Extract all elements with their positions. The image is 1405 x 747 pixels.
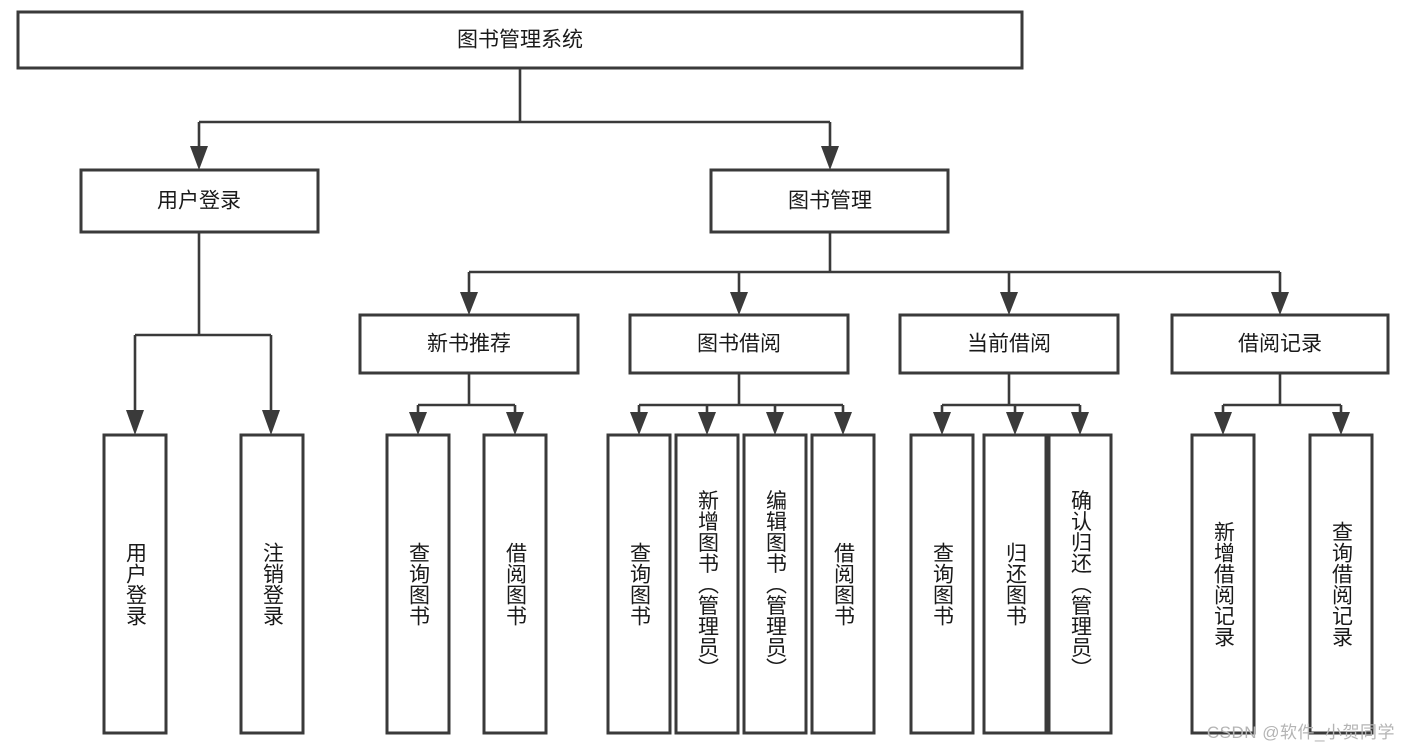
connector-group-borrow-record bbox=[1214, 373, 1350, 435]
node-current-borrow-label: 当前借阅 bbox=[967, 333, 1051, 356]
node-leaf-edit-book-label: 编辑图书（管理员） bbox=[764, 490, 788, 679]
node-leaf-borrow-book-1-box[interactable] bbox=[482, 433, 548, 735]
arrow-head-borrow-record bbox=[1271, 292, 1289, 315]
node-book-management-box[interactable] bbox=[709, 168, 950, 234]
node-leaf-borrow-book-2-box[interactable] bbox=[810, 433, 876, 735]
node-new-book-recommend[interactable]: 新书推荐 bbox=[358, 313, 580, 375]
node-leaf-borrow-book-1[interactable]: 借阅图书 bbox=[482, 433, 548, 735]
arrow-head-book-borrow bbox=[730, 292, 748, 315]
node-leaf-logout-login-label: 注销登录 bbox=[261, 542, 285, 626]
arrow-head-user-login bbox=[190, 146, 208, 170]
node-leaf-query-book-2-label: 查询图书 bbox=[628, 542, 652, 626]
node-root[interactable]: 图书管理系统 bbox=[16, 10, 1024, 70]
node-leaf-query-record-box[interactable] bbox=[1308, 433, 1374, 735]
node-leaf-add-book-box[interactable] bbox=[674, 433, 740, 735]
node-leaf-return-book-label: 归还图书 bbox=[1004, 542, 1028, 626]
arrow-head-leaf-query-book-1 bbox=[409, 412, 427, 435]
node-leaf-add-record[interactable]: 新增借阅记录 bbox=[1190, 433, 1256, 735]
arrow-head-leaf-return-book bbox=[1006, 412, 1024, 435]
node-leaf-borrow-book-1-label: 借阅图书 bbox=[504, 542, 528, 626]
node-leaf-query-record-label: 查询借阅记录 bbox=[1330, 521, 1354, 647]
node-leaf-add-record-label: 新增借阅记录 bbox=[1212, 521, 1236, 647]
node-leaf-add-book-label: 新增图书（管理员） bbox=[696, 490, 720, 679]
connector-group-book-management bbox=[460, 232, 1289, 315]
node-book-borrow[interactable]: 图书借阅 bbox=[628, 313, 850, 375]
node-book-management[interactable]: 图书管理 bbox=[709, 168, 950, 234]
node-leaf-edit-book-box[interactable] bbox=[742, 433, 808, 735]
node-new-book-recommend-label: 新书推荐 bbox=[427, 333, 511, 356]
node-leaf-query-book-1-label: 查询图书 bbox=[407, 542, 431, 626]
node-leaf-query-book-1[interactable]: 查询图书 bbox=[385, 433, 451, 735]
node-user-login[interactable]: 用户登录 bbox=[79, 168, 320, 234]
node-leaf-borrow-book-2-label: 借阅图书 bbox=[832, 542, 856, 626]
node-leaf-confirm-return-box[interactable] bbox=[1047, 433, 1113, 735]
arrow-head-leaf-borrow-book-2 bbox=[834, 412, 852, 435]
node-leaf-query-book-3-box[interactable] bbox=[909, 433, 975, 735]
node-user-login-label: 用户登录 bbox=[157, 190, 241, 213]
arrow-head-new-book-recommend bbox=[460, 292, 478, 315]
arrow-head-leaf-borrow-book-1 bbox=[506, 412, 524, 435]
node-leaf-add-book[interactable]: 新增图书（管理员） bbox=[674, 433, 740, 735]
arrow-head-book-management bbox=[821, 146, 839, 170]
arrow-head-current-borrow bbox=[1000, 292, 1018, 315]
node-book-borrow-box[interactable] bbox=[628, 313, 850, 375]
connector-group-new-book-recommend bbox=[409, 373, 524, 435]
connector-group-current-borrow bbox=[933, 373, 1089, 435]
arrow-head-leaf-user-login bbox=[126, 410, 144, 435]
node-new-book-recommend-box[interactable] bbox=[358, 313, 580, 375]
node-root-box[interactable] bbox=[16, 10, 1024, 70]
node-borrow-record-label: 借阅记录 bbox=[1238, 333, 1322, 356]
node-leaf-query-book-3-label: 查询图书 bbox=[931, 542, 955, 626]
node-leaf-user-login-box[interactable] bbox=[102, 433, 168, 735]
node-leaf-user-login-label: 用户登录 bbox=[124, 542, 148, 626]
node-leaf-query-book-1-box[interactable] bbox=[385, 433, 451, 735]
connector-group-book-borrow bbox=[630, 373, 852, 435]
node-leaf-query-book-3[interactable]: 查询图书 bbox=[909, 433, 975, 735]
node-leaf-add-record-box[interactable] bbox=[1190, 433, 1256, 735]
node-leaf-query-book-2[interactable]: 查询图书 bbox=[606, 433, 672, 735]
arrow-head-leaf-query-book-3 bbox=[933, 412, 951, 435]
node-book-management-label: 图书管理 bbox=[788, 190, 872, 213]
arrow-head-leaf-query-book-2 bbox=[630, 412, 648, 435]
node-leaf-confirm-return[interactable]: 确认归还（管理员） bbox=[1047, 433, 1113, 735]
connector-group-root bbox=[190, 68, 839, 170]
node-root-label: 图书管理系统 bbox=[457, 29, 583, 52]
node-leaf-logout-login[interactable]: 注销登录 bbox=[239, 433, 305, 735]
arrow-head-leaf-logout-login bbox=[262, 410, 280, 435]
connector-group-user-login bbox=[126, 232, 280, 435]
node-leaf-return-book[interactable]: 归还图书 bbox=[982, 433, 1048, 735]
node-current-borrow[interactable]: 当前借阅 bbox=[898, 313, 1120, 375]
arrow-head-leaf-query-record bbox=[1332, 412, 1350, 435]
node-borrow-record[interactable]: 借阅记录 bbox=[1170, 313, 1390, 375]
arrow-head-leaf-add-book bbox=[698, 412, 716, 435]
node-leaf-query-record[interactable]: 查询借阅记录 bbox=[1308, 433, 1374, 735]
node-leaf-logout-login-box[interactable] bbox=[239, 433, 305, 735]
arrow-head-leaf-confirm-return bbox=[1071, 412, 1089, 435]
node-leaf-confirm-return-label: 确认归还（管理员） bbox=[1069, 490, 1093, 679]
node-leaf-return-book-box[interactable] bbox=[982, 433, 1048, 735]
node-borrow-record-box[interactable] bbox=[1170, 313, 1390, 375]
arrow-head-leaf-add-record bbox=[1214, 412, 1232, 435]
node-book-borrow-label: 图书借阅 bbox=[697, 333, 781, 356]
arrow-head-leaf-edit-book bbox=[766, 412, 784, 435]
node-leaf-user-login[interactable]: 用户登录 bbox=[102, 433, 168, 735]
node-user-login-box[interactable] bbox=[79, 168, 320, 234]
node-current-borrow-box[interactable] bbox=[898, 313, 1120, 375]
node-leaf-edit-book[interactable]: 编辑图书（管理员） bbox=[742, 433, 808, 735]
node-leaf-query-book-2-box[interactable] bbox=[606, 433, 672, 735]
node-leaf-borrow-book-2[interactable]: 借阅图书 bbox=[810, 433, 876, 735]
